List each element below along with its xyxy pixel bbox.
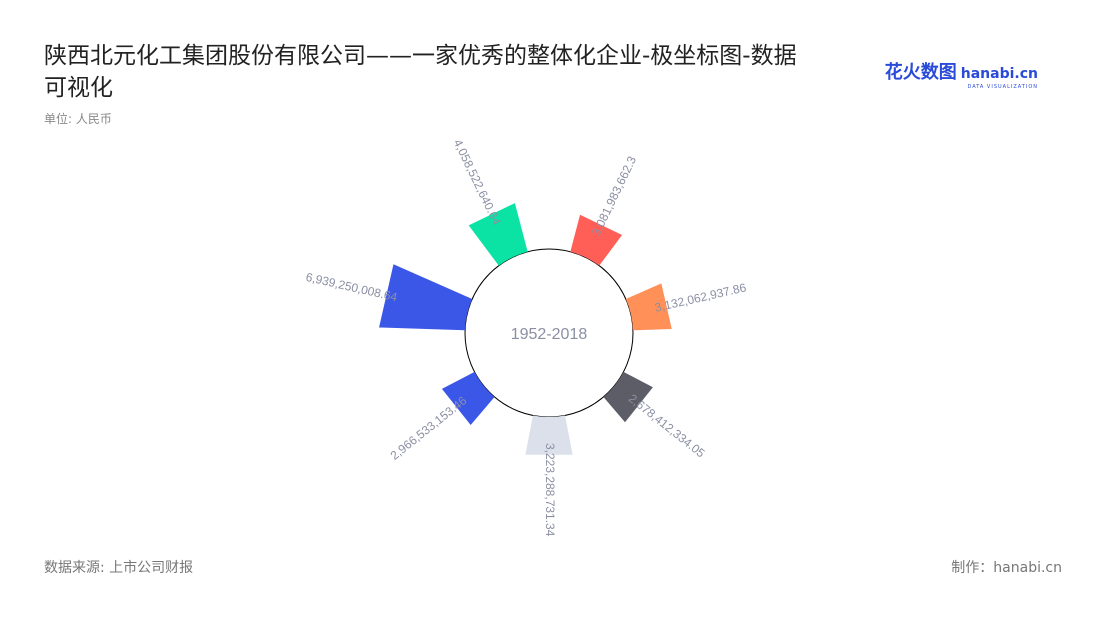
logo: 花火数图 hanabi.cn DATA VISUALIZATION [884, 58, 1038, 90]
bar-label-0: 3,081,983,662.3 [589, 154, 639, 239]
bar-0 [570, 214, 623, 266]
logo-en: hanabi.cn [960, 66, 1038, 82]
unit-label: 单位: 人民币 [44, 112, 112, 126]
logo-sub: DATA VISUALIZATION [967, 84, 1038, 90]
bar-label-3: 3,223,288,731.34 [543, 443, 557, 537]
data-source: 数据来源: 上市公司财报 [44, 560, 194, 576]
bar-1 [625, 283, 672, 331]
bar-label-5: 6,939,250,008.64 [304, 270, 399, 305]
center-label: 1952-2018 [511, 326, 588, 343]
bar-2 [603, 371, 653, 423]
bar-6 [468, 203, 528, 266]
bar-label-1: 3,132,062,937.86 [653, 280, 748, 315]
bar-label-2: 2,678,412,334.05 [626, 391, 708, 460]
made-by: 制作：hanabi.cn [951, 560, 1062, 576]
bar-3 [525, 415, 573, 455]
bar-4 [441, 371, 495, 425]
bar-5 [379, 264, 473, 331]
logo-cn: 花火数图 [884, 62, 957, 83]
bar-label-4: 2,966,533,153.46 [388, 393, 470, 462]
bar-label-6: 4,058,522,640.64 [451, 137, 504, 228]
chart-title: 陕西北元化工集团股份有限公司——一家优秀的整体化企业-极坐标图-数据可视化 [44, 43, 797, 101]
